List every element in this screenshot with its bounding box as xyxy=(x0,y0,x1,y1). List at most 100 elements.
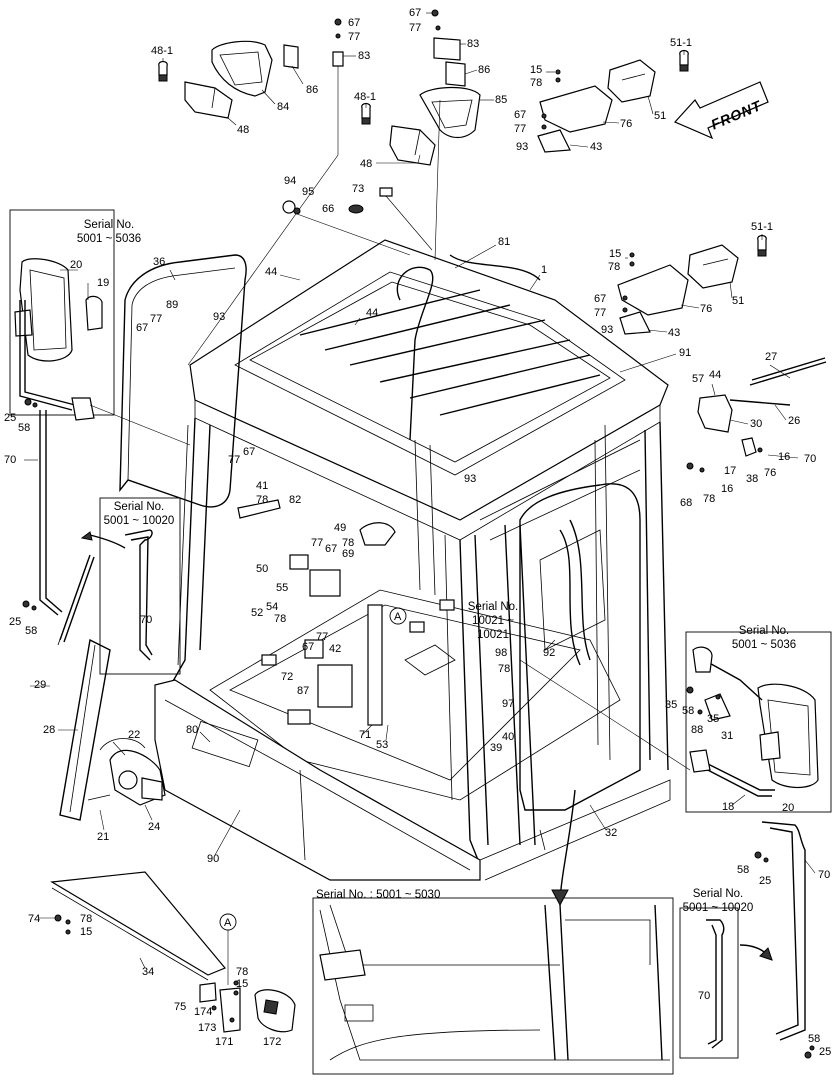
part-label: 44 xyxy=(709,369,721,381)
leader-lines xyxy=(24,12,816,969)
part-label: 58 xyxy=(25,625,37,637)
part-label: 25 xyxy=(819,1046,831,1058)
part-label: 1 xyxy=(541,264,547,276)
part-label: 53 xyxy=(376,739,388,751)
part-label: 67 xyxy=(325,543,337,555)
lamp-48-left xyxy=(184,81,233,119)
part-label: 77 xyxy=(348,31,360,43)
part-label: 93 xyxy=(601,324,613,336)
part-label: 51 xyxy=(732,295,744,307)
right-mirror-group xyxy=(519,631,832,1059)
part-label: 83 xyxy=(467,38,479,50)
part-label: 51 xyxy=(654,110,666,122)
part-label: 19 xyxy=(97,277,109,289)
cab-frame xyxy=(119,239,671,881)
part-label: 77 xyxy=(150,313,162,325)
part-label: 31 xyxy=(721,730,733,742)
part-label: 67 xyxy=(348,17,360,29)
part-label: 52 xyxy=(251,607,263,619)
part-label: 98 xyxy=(495,647,507,659)
part-label: 88 xyxy=(691,724,703,736)
part-label: 38 xyxy=(746,473,758,485)
callout-A-cab-label: A xyxy=(394,611,402,623)
part-label: 87 xyxy=(297,685,309,697)
part-label: 24 xyxy=(148,821,160,833)
part-label: 78 xyxy=(256,494,268,506)
part-label: 75 xyxy=(174,1001,186,1013)
part-label: 77 xyxy=(409,22,421,34)
part-label: 78 xyxy=(530,77,542,89)
part-label: 70 xyxy=(818,869,830,881)
callout-A-detail-label: A xyxy=(224,917,232,929)
wiper-arm-28 xyxy=(59,638,111,821)
part-label: 58 xyxy=(682,705,694,717)
part-label: 48 xyxy=(360,158,372,170)
left-mirror-serial-box xyxy=(9,209,115,416)
part-label: 27 xyxy=(765,351,777,363)
part-label: 78 xyxy=(80,913,92,925)
part-label: 32 xyxy=(605,827,617,839)
part-label: 86 xyxy=(306,84,318,96)
part-label: 83 xyxy=(358,50,370,62)
part-label: 16 xyxy=(721,483,733,495)
part-label: 54 xyxy=(266,601,278,613)
part-label: 67 xyxy=(302,641,314,653)
part-label: 76 xyxy=(620,118,632,130)
part-label: 93 xyxy=(464,473,476,485)
part-label: 90 xyxy=(207,853,219,865)
part-label: 17 xyxy=(724,465,736,477)
work-lamp-84 xyxy=(211,40,273,97)
serial-note-right-mirror: Serial No.5001 ~ 5036 xyxy=(732,625,796,651)
part-label: 43 xyxy=(590,141,602,153)
part-label: 174 xyxy=(194,1006,212,1018)
part-label: 78 xyxy=(274,613,286,625)
bulb-48-1-left xyxy=(158,60,168,76)
part-label: 95 xyxy=(302,186,314,198)
part-label: 85 xyxy=(495,94,507,106)
part-label: 15 xyxy=(80,926,92,938)
part-label: 70 xyxy=(804,453,816,465)
part-label: 43 xyxy=(668,327,680,339)
part-label: 76 xyxy=(764,467,776,479)
part-label: 77 xyxy=(228,454,240,466)
part-label: 48 xyxy=(237,124,249,136)
part-label: 44 xyxy=(366,307,378,319)
part-label: 78 xyxy=(236,966,248,978)
part-label: 89 xyxy=(166,299,178,311)
part-label: 81 xyxy=(498,236,510,248)
part-label: 35 xyxy=(665,699,677,711)
part-label: 20 xyxy=(70,259,82,271)
part-label: 30 xyxy=(750,418,762,430)
serial-note-left-mirror: Serial No.5001 ~ 5036 xyxy=(77,219,141,245)
part-label: 77 xyxy=(514,123,526,135)
serial-notes: Serial No.5001 ~ 5036 Serial No.5001 ~ 1… xyxy=(77,219,796,914)
serial-note-mid-handrail: Serial No.10021 ~10021 xyxy=(468,601,519,641)
part-label: 172 xyxy=(263,1036,281,1048)
part-label: 93 xyxy=(213,311,225,323)
wiper-blade-27 xyxy=(751,357,826,381)
part-label: 71 xyxy=(359,729,371,741)
part-label: 50 xyxy=(256,563,268,575)
part-label: 42 xyxy=(329,643,341,655)
part-label: 67 xyxy=(136,322,148,334)
sunshade-34 xyxy=(50,871,226,976)
part-label: 25 xyxy=(759,875,771,887)
part-label: 171 xyxy=(215,1036,233,1048)
part-label: 77 xyxy=(594,307,606,319)
part-label: 41 xyxy=(256,480,268,492)
part-label: 84 xyxy=(277,101,289,113)
front-direction-arrow: FRONT xyxy=(673,81,769,140)
part-label: 58 xyxy=(808,1033,820,1045)
rear-lamp-51-right xyxy=(687,244,739,289)
part-label: 18 xyxy=(722,801,734,813)
serial-note-bottom-inset: Serial No. : 5001 ~ 5030 xyxy=(316,889,440,901)
bottom-inset-box xyxy=(312,897,674,1075)
work-lamp-85 xyxy=(419,86,481,139)
part-label: 51-1 xyxy=(751,221,773,233)
part-label: 48-1 xyxy=(151,45,173,57)
part-label: 67 xyxy=(243,446,255,458)
part-label: 82 xyxy=(289,494,301,506)
part-label: 78 xyxy=(703,493,715,505)
callout-A-cab xyxy=(389,607,407,625)
part-label: 28 xyxy=(43,724,55,736)
